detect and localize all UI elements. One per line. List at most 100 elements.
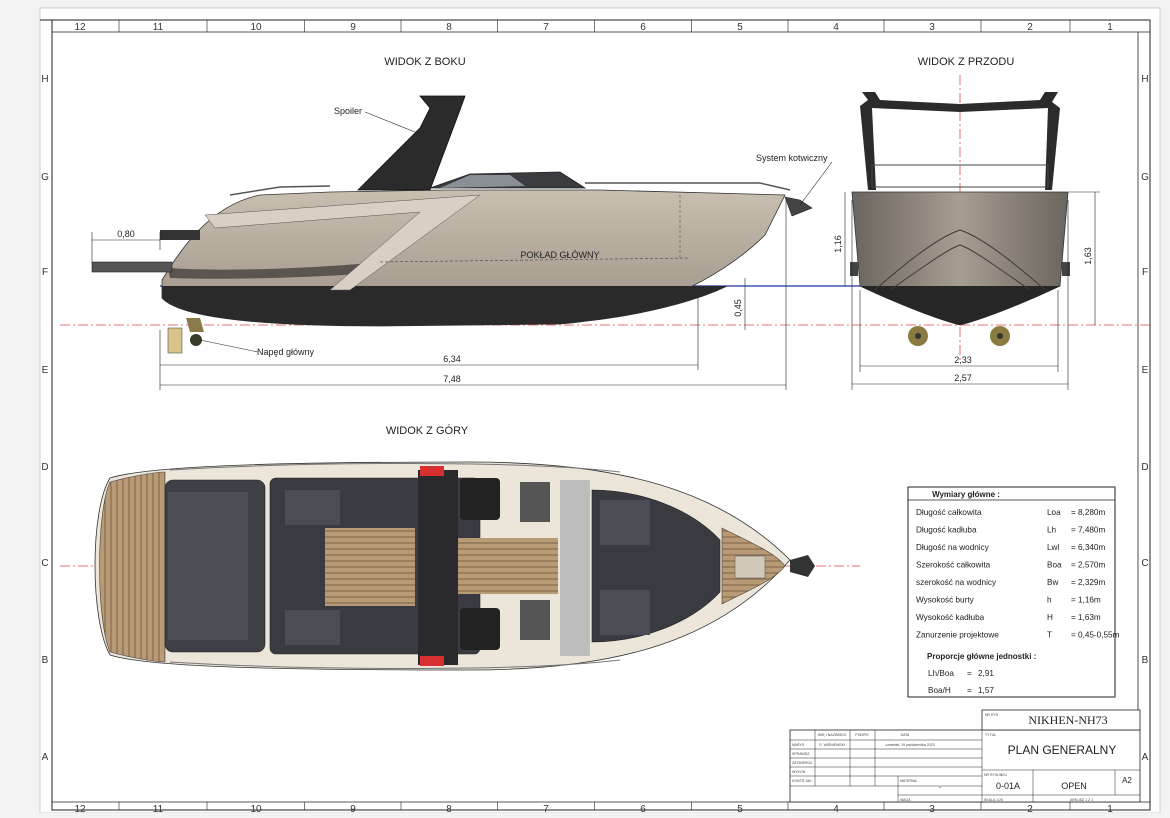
drive-label: Napęd główny [257, 347, 315, 357]
prop-value: 1,57 [978, 686, 994, 695]
spec-label: Długość całkowita [916, 508, 982, 517]
spec-label: Wysokość burty [916, 596, 975, 605]
dim-waterline-length: 6,34 [443, 354, 461, 364]
number-label: NR RYSUNKU [984, 773, 1008, 777]
grid-col-label: 12 [74, 804, 86, 813]
grid-col-label: 7 [543, 804, 549, 813]
drawing-number: 0-01A [996, 781, 1020, 791]
grid-col-label: 11 [153, 804, 164, 813]
drawing-title: PLAN GENERALNY [1008, 743, 1117, 757]
grid-col-label: 2 [1027, 804, 1033, 813]
spec-label: Wysokość kadłuba [916, 613, 985, 622]
spec-value: 6,340m [1078, 543, 1105, 552]
spec-value: 8,280m [1078, 508, 1105, 517]
drawn-by: G. WIŚNIEWSKI [819, 742, 845, 747]
grid-row-label: G [41, 172, 49, 183]
spec-equals: = [1071, 508, 1076, 517]
spec-symbol: h [1047, 596, 1052, 605]
hdr-sign: PODPIS [855, 733, 869, 737]
weight-label: WAGA [900, 798, 911, 802]
spec-equals: = [1071, 578, 1076, 587]
dim-overhang: 0,80 [117, 229, 135, 239]
spoiler [357, 95, 466, 191]
material-label: MATERIAŁ [900, 779, 917, 783]
sheet-number: ARKUSZ 1 Z 1 [1070, 798, 1093, 802]
grid-row-label: A [42, 752, 49, 763]
grid-col-label: 5 [737, 22, 743, 33]
top-view-title: WIDOK Z GÓRY [386, 424, 469, 437]
front-view-title: WIDOK Z PRZODU [918, 56, 1015, 68]
grid-col-label: 6 [640, 22, 646, 33]
grid-col-label: 10 [250, 804, 262, 813]
spec-equals: = [1071, 631, 1076, 640]
deck-label: POKŁAD GŁÓWNY [520, 250, 599, 260]
grid-col-label: 6 [640, 804, 646, 813]
scale-value: SKALA 1:25 [984, 798, 1003, 802]
grid-row-label: D [41, 462, 48, 473]
status-value: OPEN [1061, 781, 1087, 791]
sheet-size: A2 [1122, 776, 1132, 785]
dim-waterline-beam: 2,33 [954, 355, 972, 365]
grid-col-label: 7 [543, 22, 549, 33]
hdr-name: IMIĘ I NAZWISKO [818, 733, 847, 737]
spec-value: 7,480m [1078, 526, 1105, 535]
row-drawn: NARYS. [792, 743, 805, 747]
grid-col-label: 4 [833, 22, 839, 33]
dim-freeboard: 1,16 [833, 235, 843, 253]
spec-value: 1,16m [1078, 596, 1101, 605]
grid-row-label: B [42, 655, 49, 666]
dim-hull-height: 1,63 [1083, 247, 1093, 265]
prop-label: Boa/H [928, 686, 951, 695]
grid-row-label: C [1141, 558, 1148, 569]
top-view: WIDOK Z GÓRY [60, 424, 860, 671]
row-checked: SPRAWDZ. [792, 752, 810, 756]
grid-row-label: E [1142, 365, 1149, 376]
grid-row-label: A [1142, 752, 1149, 763]
grid-col-label: 12 [74, 22, 86, 33]
grid-col-label: 1 [1107, 22, 1113, 33]
spec-symbol: Lh [1047, 526, 1057, 535]
grid-row-label: C [41, 558, 48, 569]
grid-col-label: 5 [737, 804, 743, 813]
spec-value: 2,570m [1078, 561, 1105, 570]
dim-beam: 2,57 [954, 373, 972, 383]
grid-col-label: 1 [1107, 804, 1113, 813]
spec-equals: = [1071, 526, 1076, 535]
grid-row-label: G [1141, 172, 1149, 183]
grid-col-label: 10 [250, 22, 262, 33]
dim-hull-length: 7,48 [443, 374, 461, 384]
spec-equals: = [1071, 561, 1076, 570]
spec-equals: = [1071, 613, 1076, 622]
spec-label: Szerokość całkowita [916, 561, 991, 570]
title-label: TYTUŁ [985, 733, 996, 737]
grid-row-label: F [42, 267, 48, 278]
spec-label: szerokość na wodnicy [916, 578, 997, 587]
row-prod: WYKON. [792, 770, 806, 774]
prop-label: Lh/Boa [928, 669, 954, 678]
spec-symbol: Loa [1047, 508, 1061, 517]
grid-col-label: 11 [153, 22, 164, 33]
side-view-title: WIDOK Z BOKU [384, 56, 465, 68]
grid-row-label: D [1141, 462, 1148, 473]
anchor-label: System kotwiczny [756, 153, 828, 163]
grid-row-label: H [41, 74, 48, 85]
specs-title: Wymiary główne : [932, 490, 1000, 499]
spec-symbol: Boa [1047, 561, 1062, 570]
spec-label: Długość kadłuba [916, 526, 977, 535]
row-approved: ZATWIERDZ. [792, 761, 813, 765]
grid-col-label: 2 [1027, 22, 1033, 33]
grid-row-label: H [1141, 74, 1148, 85]
grid-col-label: 4 [833, 804, 839, 813]
drawn-date: czwartek, 19 października 2023 [885, 743, 934, 747]
grid-row-label: E [42, 365, 49, 376]
title-block: NR RYS NIKHEN-NH73 TYTUŁ PLAN GENERALNY … [789, 709, 1141, 803]
spec-value: 2,329m [1078, 578, 1105, 587]
grid-row-label: B [1142, 655, 1149, 666]
spec-value: 1,63m [1078, 613, 1101, 622]
material-value: - [939, 785, 942, 792]
project-name: NIKHEN-NH73 [1028, 713, 1107, 727]
prop-equals: = [967, 686, 972, 695]
